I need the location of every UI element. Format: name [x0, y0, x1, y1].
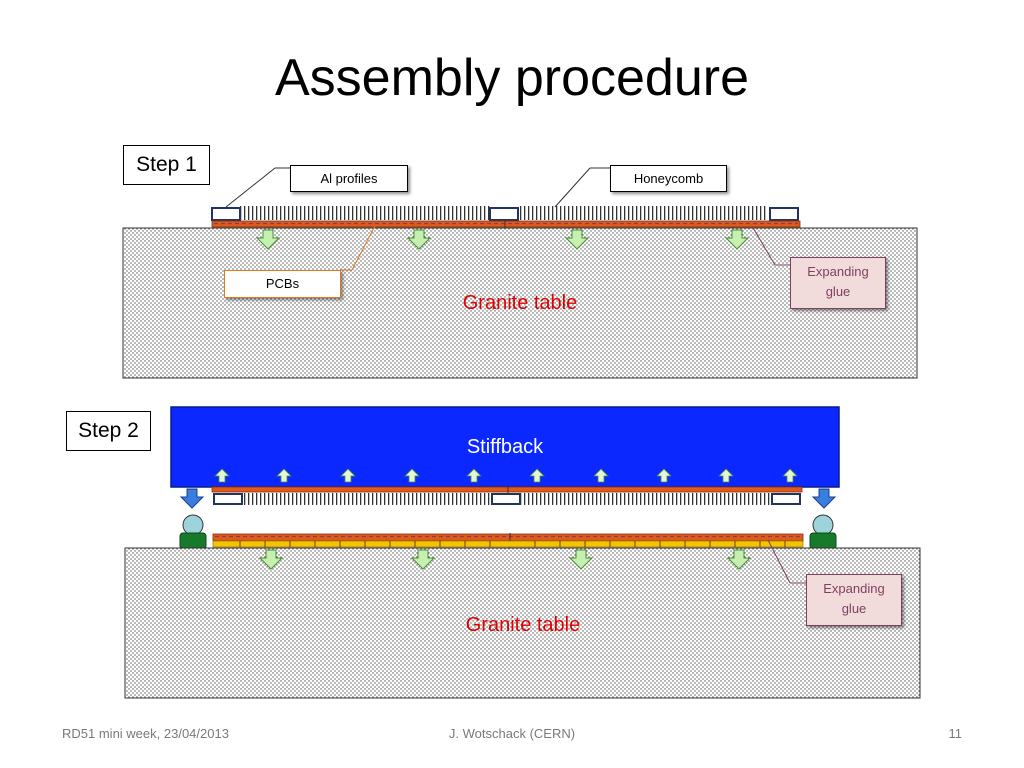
glue-text-line2: glue: [841, 601, 867, 616]
pcb-layer-1: [211, 220, 801, 228]
pressure-arrows-2: [258, 549, 752, 570]
honeycomb-2b: [520, 493, 772, 505]
pcbs-callout: PCBs: [224, 270, 341, 298]
pcb-layer-2a: [211, 486, 803, 493]
stiffback-label: Stiffback: [466, 436, 544, 458]
slide-title: Assembly procedure: [275, 49, 749, 107]
vacuum-arrows: [214, 468, 798, 483]
pressure-arrows-1: [255, 229, 750, 250]
honeycomb-callout: Honeycomb: [610, 165, 727, 192]
granite-table-label-2: Granite table: [465, 614, 581, 636]
step1-label: Step 1: [123, 145, 210, 185]
side-down-arrows: [179, 488, 837, 509]
expanding-glue-callout-1: Expanding glue: [790, 257, 886, 309]
pcb-layer-2b: [212, 533, 804, 542]
step2-label: Step 2: [66, 411, 151, 451]
expanding-glue-callout-2: Expanding glue: [806, 574, 902, 626]
honeycomb-1a: [240, 206, 490, 220]
spacer-marks: [239, 541, 786, 547]
al-profile-1c: [769, 207, 799, 221]
yellow-spacer-strip: [212, 540, 804, 548]
al-profile-2a: [213, 493, 243, 505]
footer-event: RD51 mini week, 23/04/2013: [62, 726, 229, 741]
honeycomb-2a: [242, 493, 490, 505]
al-profile-2c: [771, 493, 801, 505]
granite-table-1: [122, 227, 918, 379]
glue-text-line1: Expanding: [823, 581, 885, 596]
footer-author: J. Wotschack (CERN): [448, 726, 576, 741]
alignment-supports: [179, 514, 837, 550]
glue-text-line1: Expanding: [807, 264, 869, 279]
page-number: 11: [948, 726, 963, 741]
granite-table-label-1: Granite table: [462, 292, 578, 314]
al-profiles-callout: Al profiles: [290, 165, 408, 192]
al-profile-2b: [491, 493, 521, 505]
granite-table-2: [124, 547, 921, 699]
al-profile-1b: [489, 207, 519, 221]
glue-text-line2: glue: [825, 284, 851, 299]
al-profile-1a: [211, 207, 241, 221]
honeycomb-1b: [518, 206, 768, 220]
